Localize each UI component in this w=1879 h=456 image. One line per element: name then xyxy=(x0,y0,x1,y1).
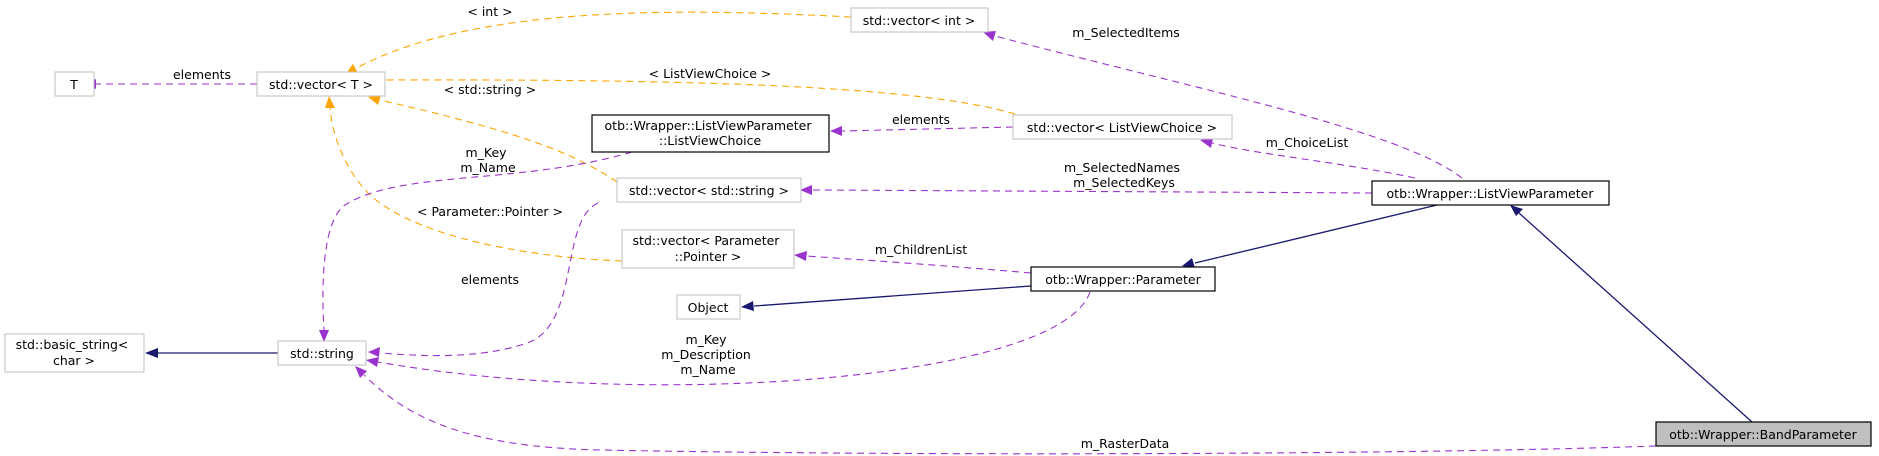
edge-vector-lvc-to-lvc xyxy=(830,126,1014,136)
edge-vector-int-template xyxy=(345,11,852,75)
edge-vector-t-to-t xyxy=(84,79,257,89)
node-vector-int[interactable]: std::vector< int > xyxy=(850,7,989,33)
edge-label-selected-names-keys: m_SelectedNames m_SelectedKeys xyxy=(1064,160,1184,190)
node-listviewparameter[interactable]: otb::Wrapper::ListViewParameter xyxy=(1371,180,1610,206)
edge-label-key-name: m_Key m_Name xyxy=(460,145,516,175)
edge-label-string-elements: elements xyxy=(461,272,519,287)
edge-param-to-string xyxy=(366,291,1091,386)
edge-vector-string-to-string xyxy=(368,202,599,357)
node-vector-string[interactable]: std::vector< std::string > xyxy=(616,177,802,203)
edge-label-string-template: < std::string > xyxy=(444,82,537,97)
svg-text:std::vector< std::string >: std::vector< std::string > xyxy=(629,183,789,198)
edge-lvc-to-string xyxy=(319,151,633,342)
node-vector-param-pointer[interactable]: std::vector< Parameter ::Pointer > xyxy=(621,229,795,269)
svg-text:otb::Wrapper::BandParameter: otb::Wrapper::BandParameter xyxy=(1669,427,1857,442)
node-listviewchoice[interactable]: otb::Wrapper::ListViewParameter ::ListVi… xyxy=(591,114,830,153)
node-parameter[interactable]: otb::Wrapper::Parameter xyxy=(1030,266,1216,292)
edge-label-key-desc-name: m_Key m_Description m_Name xyxy=(661,332,755,377)
svg-text:std::string: std::string xyxy=(290,346,354,361)
edge-label-selected-items: m_SelectedItems xyxy=(1072,25,1180,40)
edge-label-t-elements: elements xyxy=(173,67,231,82)
edge-band-inherits-lvp xyxy=(1510,205,1753,423)
edge-parameter-inherits-object xyxy=(741,285,1032,311)
node-std-string[interactable]: std::string xyxy=(277,340,367,366)
svg-text:otb::Wrapper::Parameter: otb::Wrapper::Parameter xyxy=(1045,272,1201,287)
edge-vector-param-ptr-template xyxy=(325,96,623,262)
edge-string-inherits-basic-string xyxy=(145,348,278,358)
edge-lvp-to-vector-int xyxy=(983,31,1463,179)
svg-text:Object: Object xyxy=(688,300,729,315)
edge-vector-string-template xyxy=(368,95,618,183)
svg-text:otb::Wrapper::ListViewParamete: otb::Wrapper::ListViewParameter xyxy=(1387,186,1595,201)
edge-label-int: < int > xyxy=(467,4,512,19)
svg-text:T: T xyxy=(69,77,78,92)
edge-lvp-to-vector-string xyxy=(800,185,1373,195)
edge-param-to-vector-param-ptr xyxy=(794,251,1032,274)
node-basic-string[interactable]: std::basic_string< char > xyxy=(4,333,145,373)
edge-label-lvc-elements: elements xyxy=(892,112,950,127)
edge-label-raster-data: m_RasterData xyxy=(1081,436,1170,451)
edge-label-lvc-template: < ListViewChoice > xyxy=(649,66,772,81)
node-bandparameter[interactable]: otb::Wrapper::BandParameter xyxy=(1655,421,1872,447)
edge-label-children-list: m_ChildrenList xyxy=(875,242,967,257)
edge-label-choice-list: m_ChoiceList xyxy=(1266,135,1349,150)
svg-text:std::vector< int >: std::vector< int > xyxy=(863,13,976,28)
edge-label-param-ptr-template: < Parameter::Pointer > xyxy=(417,204,563,219)
svg-text:std::vector< Parameter :: std::vector< Parameter ::Pointer > xyxy=(633,233,784,264)
edge-lvp-to-vector-lvc xyxy=(1200,138,1416,179)
node-vector-listviewchoice[interactable]: std::vector< ListViewChoice > xyxy=(1012,114,1233,140)
svg-text:std::basic_string< char: std::basic_string< char > xyxy=(16,337,133,368)
node-vector-t[interactable]: std::vector< T > xyxy=(256,71,386,97)
node-object[interactable]: Object xyxy=(676,294,741,320)
edge-band-to-string xyxy=(355,366,1657,455)
edge-lvp-inherits-parameter xyxy=(1182,204,1438,268)
svg-text:otb::Wrapper::ListViewParamete: otb::Wrapper::ListViewParameter ::ListVi… xyxy=(605,118,816,148)
svg-text:std::vector< ListViewChoice >: std::vector< ListViewChoice > xyxy=(1027,120,1217,135)
svg-text:std::vector< T >: std::vector< T > xyxy=(269,77,373,92)
node-t[interactable]: T xyxy=(54,71,95,97)
